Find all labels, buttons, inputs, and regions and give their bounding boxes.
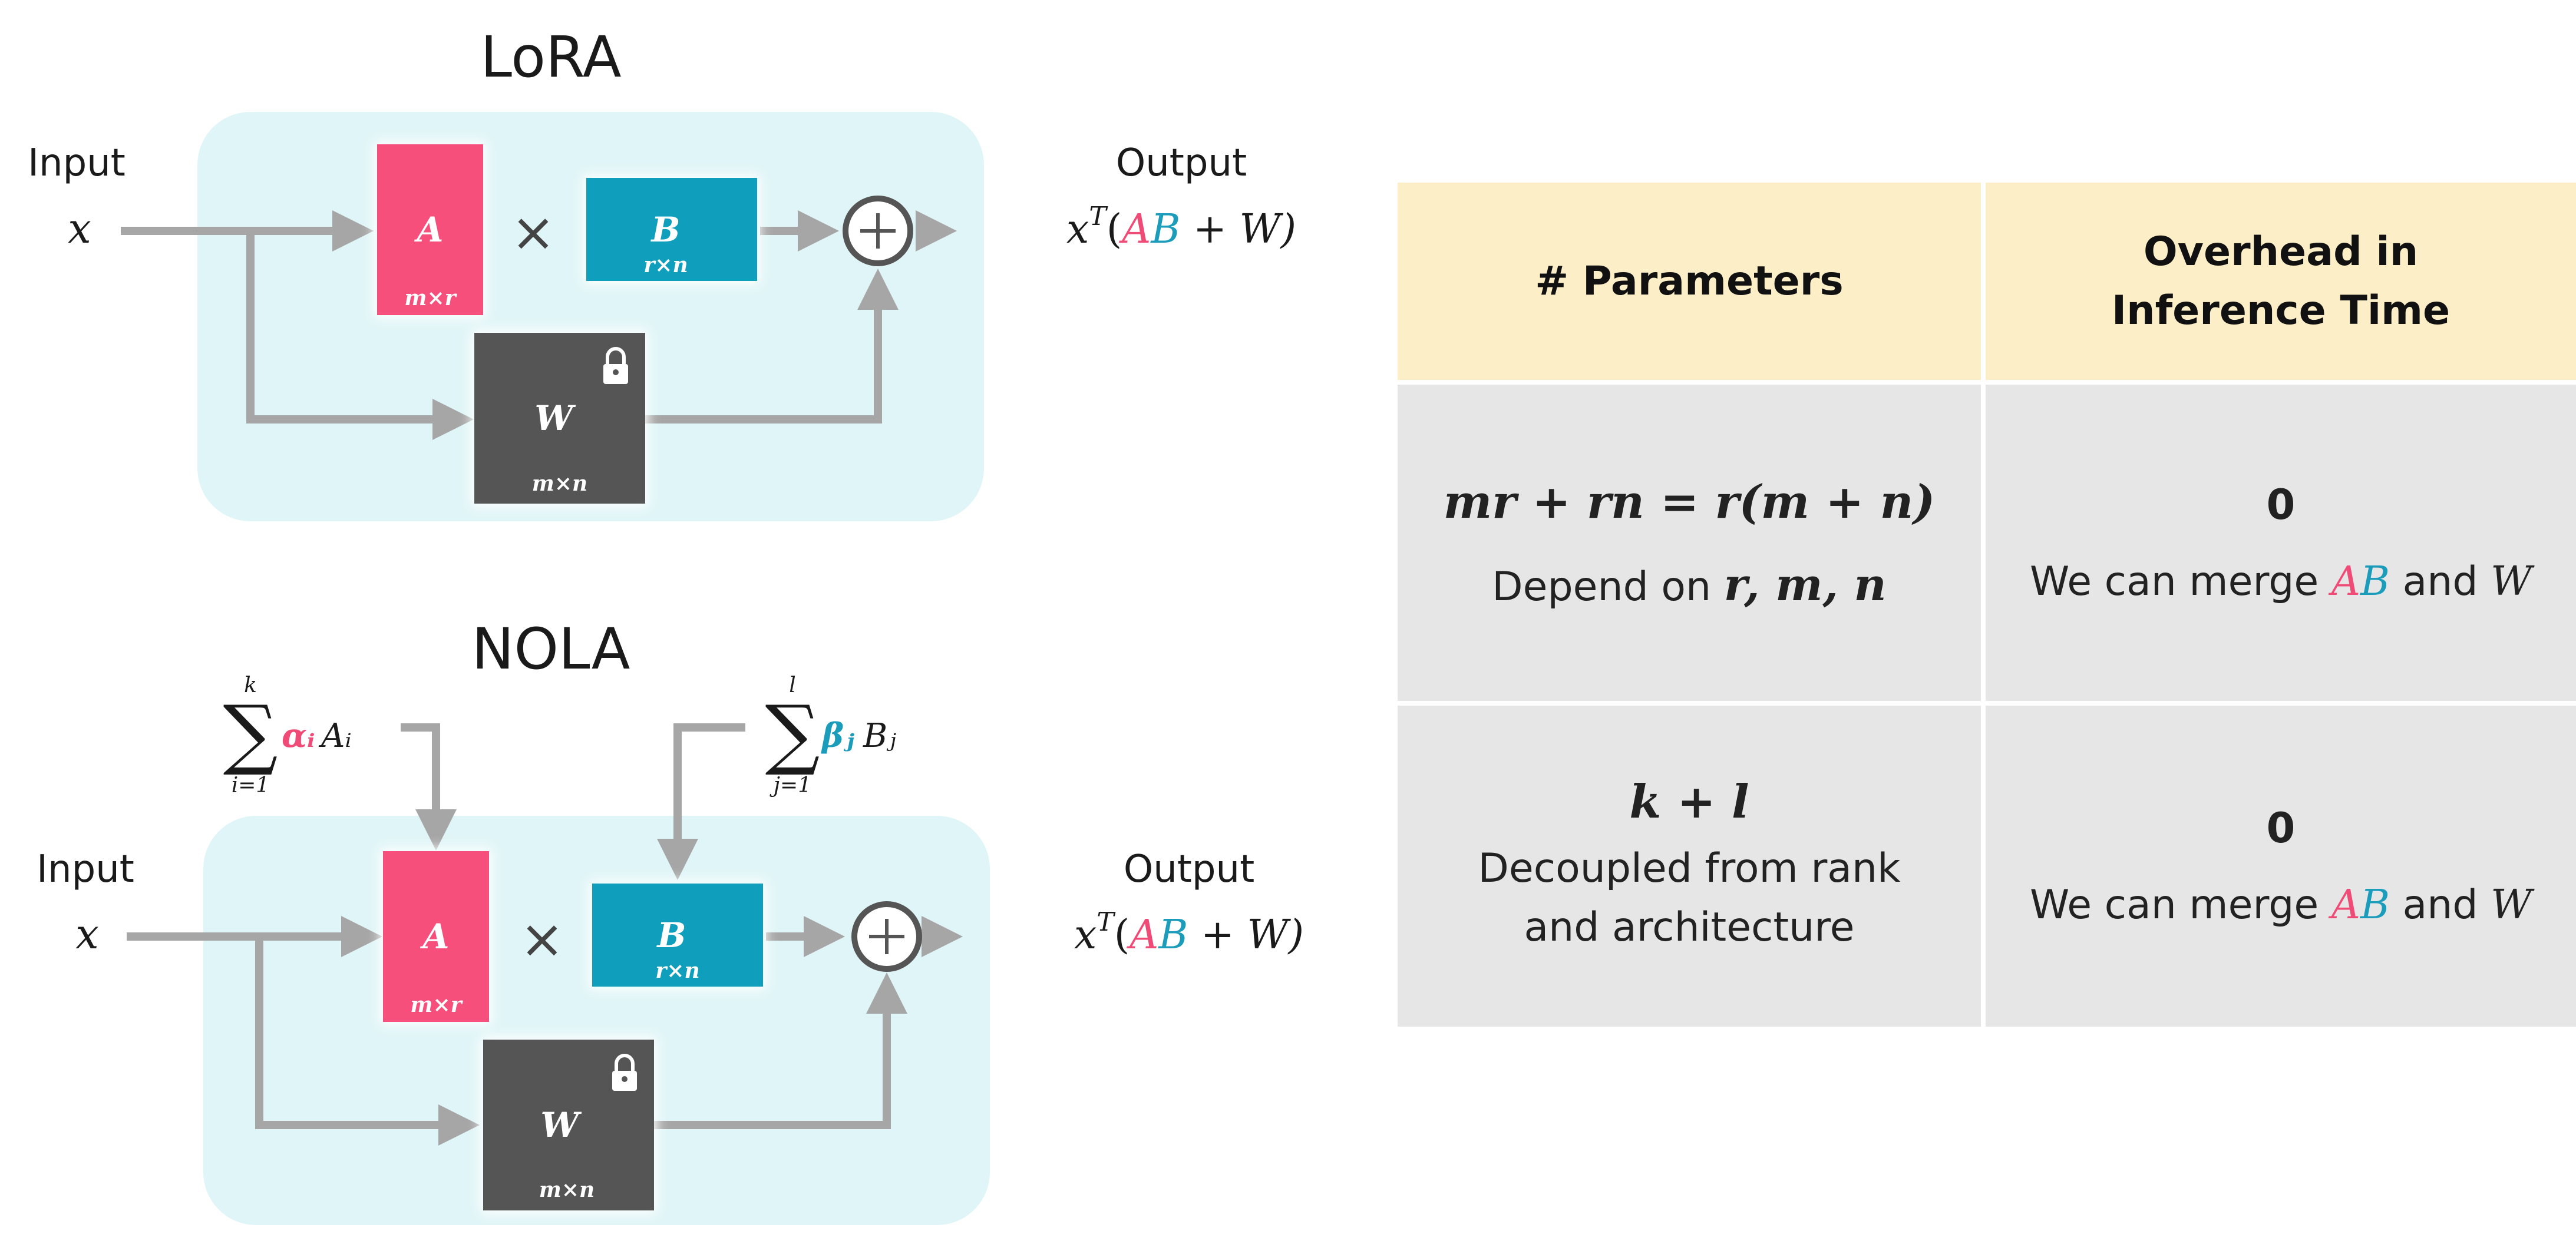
nola-overhead-value: 0 xyxy=(2266,804,2296,852)
nola-times: × xyxy=(520,908,564,970)
nola-overhead-cell: 0 We can merge AB and W xyxy=(1986,706,2576,1027)
lora-matrix-a xyxy=(377,144,483,315)
sum-b-expression: l ∑ j=1 βⱼ Bⱼ xyxy=(765,673,897,798)
nola-matrix-w-label: W xyxy=(540,1105,582,1145)
merge-b: B xyxy=(2360,558,2390,605)
lora-depend-line: Depend on r, m, n xyxy=(1492,558,1886,611)
lora-matrix-b xyxy=(586,178,757,281)
nola-input-label: Input xyxy=(37,848,134,891)
lora-matrix-b-dim: r×n xyxy=(643,253,688,277)
nola-title: NOLA xyxy=(472,616,630,682)
nola-output-expression: xT(AB + W) xyxy=(1074,907,1304,958)
nola-matrix-w xyxy=(483,1040,654,1210)
output-sup: T xyxy=(1089,201,1108,231)
lora-output-expression: xT(AB + W) xyxy=(1066,201,1296,253)
lora-depend-text: Depend on xyxy=(1492,563,1724,610)
lora-diagram: LoRA Input x A m×r × B r×n W m×n xyxy=(28,24,1296,521)
lock-icon xyxy=(612,1054,637,1091)
merge-w: W xyxy=(2491,558,2532,605)
sum-b-upper: l xyxy=(789,673,796,697)
nola-matrix-b xyxy=(592,884,763,987)
merge-text-2: and xyxy=(2389,882,2491,928)
nola-matrix-b-dim: r×n xyxy=(655,958,699,983)
lora-title: LoRA xyxy=(480,24,621,90)
sum-b-sigma: ∑ xyxy=(765,689,820,778)
header-parameters: # Parameters xyxy=(1398,183,1981,380)
nola-arrows xyxy=(127,723,963,1146)
nola-matrix-a-label: A xyxy=(420,917,449,957)
merge-text-1: We can merge xyxy=(2029,882,2331,928)
lora-matrix-a-dim: m×r xyxy=(404,286,457,310)
output-x: x xyxy=(1074,912,1097,958)
plus-icon xyxy=(843,196,913,266)
sum-a-sigma: ∑ xyxy=(223,689,278,778)
output-b: B xyxy=(1157,912,1188,958)
sum-a-upper: k xyxy=(244,673,257,697)
sum-a-coef: αᵢ xyxy=(282,716,315,755)
output-a: A xyxy=(1118,206,1151,253)
output-open: ( xyxy=(1114,912,1130,958)
lora-matrix-a-label: A xyxy=(414,210,443,250)
nola-param-formula: k + l xyxy=(1629,775,1749,829)
merge-b: B xyxy=(2360,882,2390,928)
lora-matrix-b-label: B xyxy=(650,210,680,250)
lora-matrix-w-label: W xyxy=(534,398,576,438)
nola-merge-line: We can merge AB and W xyxy=(2030,882,2532,928)
output-b: B xyxy=(1150,206,1180,253)
lora-overhead-value: 0 xyxy=(2266,481,2296,529)
lora-depend-vars: r, m, n xyxy=(1723,558,1887,611)
sum-a-lower: i=1 xyxy=(232,773,270,798)
header-overhead: Overhead in Inference Time xyxy=(1986,183,2576,380)
nola-output-label: Output xyxy=(1124,848,1254,891)
architecture-diagram: LoRA Input x A m×r × B r×n W m×n xyxy=(28,24,1304,1225)
sum-b-coef: βⱼ xyxy=(821,716,854,755)
output-a: A xyxy=(1126,912,1158,958)
nola-matrix-a xyxy=(383,851,489,1022)
nola-matrix-a-dim: m×r xyxy=(410,992,463,1017)
lora-arrows xyxy=(121,210,957,440)
nola-input-var: x xyxy=(75,910,98,958)
output-rest: + W) xyxy=(1188,912,1304,958)
merge-text-1: We can merge xyxy=(2029,558,2331,605)
lora-param-formula: mr + rn = r(m + n) xyxy=(1443,475,1936,529)
lora-parameters-cell: mr + rn = r(m + n) Depend on r, m, n xyxy=(1398,385,1981,701)
merge-text-2: and xyxy=(2389,558,2491,605)
merge-a: A xyxy=(2331,558,2360,605)
merge-w: W xyxy=(2491,882,2532,928)
sum-a-term: Aᵢ xyxy=(318,717,352,755)
nola-matrix-b-label: B xyxy=(656,915,686,955)
sum-a-expression: k ∑ i=1 αᵢ Aᵢ xyxy=(223,673,352,798)
sum-b-lower: j=1 xyxy=(770,773,811,798)
header-overhead-line1: Overhead in xyxy=(2143,228,2419,275)
lock-icon xyxy=(603,347,628,384)
nola-parameters-cell: k + l Decoupled from rank and architectu… xyxy=(1398,706,1981,1027)
nola-desc-line1: Decoupled from rank xyxy=(1478,845,1901,892)
lora-merge-line: We can merge AB and W xyxy=(2030,558,2532,605)
lora-matrix-w-dim: m×n xyxy=(532,471,587,496)
plus-icon xyxy=(851,901,922,972)
nola-desc-line2: and architecture xyxy=(1524,904,1855,951)
lora-input-var: x xyxy=(68,204,91,253)
header-parameters-label: # Parameters xyxy=(1535,257,1844,305)
sum-b-term: Bⱼ xyxy=(863,717,896,755)
output-x: x xyxy=(1066,206,1089,253)
lora-matrix-w xyxy=(474,333,645,504)
lora-times: × xyxy=(511,201,555,263)
output-open: ( xyxy=(1107,206,1122,253)
nola-diagram: NOLA k ∑ i=1 αᵢ Aᵢ l ∑ j=1 βⱼ Bⱼ Input x xyxy=(37,616,1304,1225)
merge-a: A xyxy=(2331,882,2360,928)
lora-output-label: Output xyxy=(1116,141,1247,185)
lora-overhead-cell: 0 We can merge AB and W xyxy=(1986,385,2576,701)
header-overhead-line2: Inference Time xyxy=(2111,287,2450,334)
output-rest: + W) xyxy=(1180,206,1296,253)
output-sup: T xyxy=(1097,907,1116,937)
lora-input-label: Input xyxy=(28,141,126,185)
nola-matrix-w-dim: m×n xyxy=(539,1177,595,1202)
